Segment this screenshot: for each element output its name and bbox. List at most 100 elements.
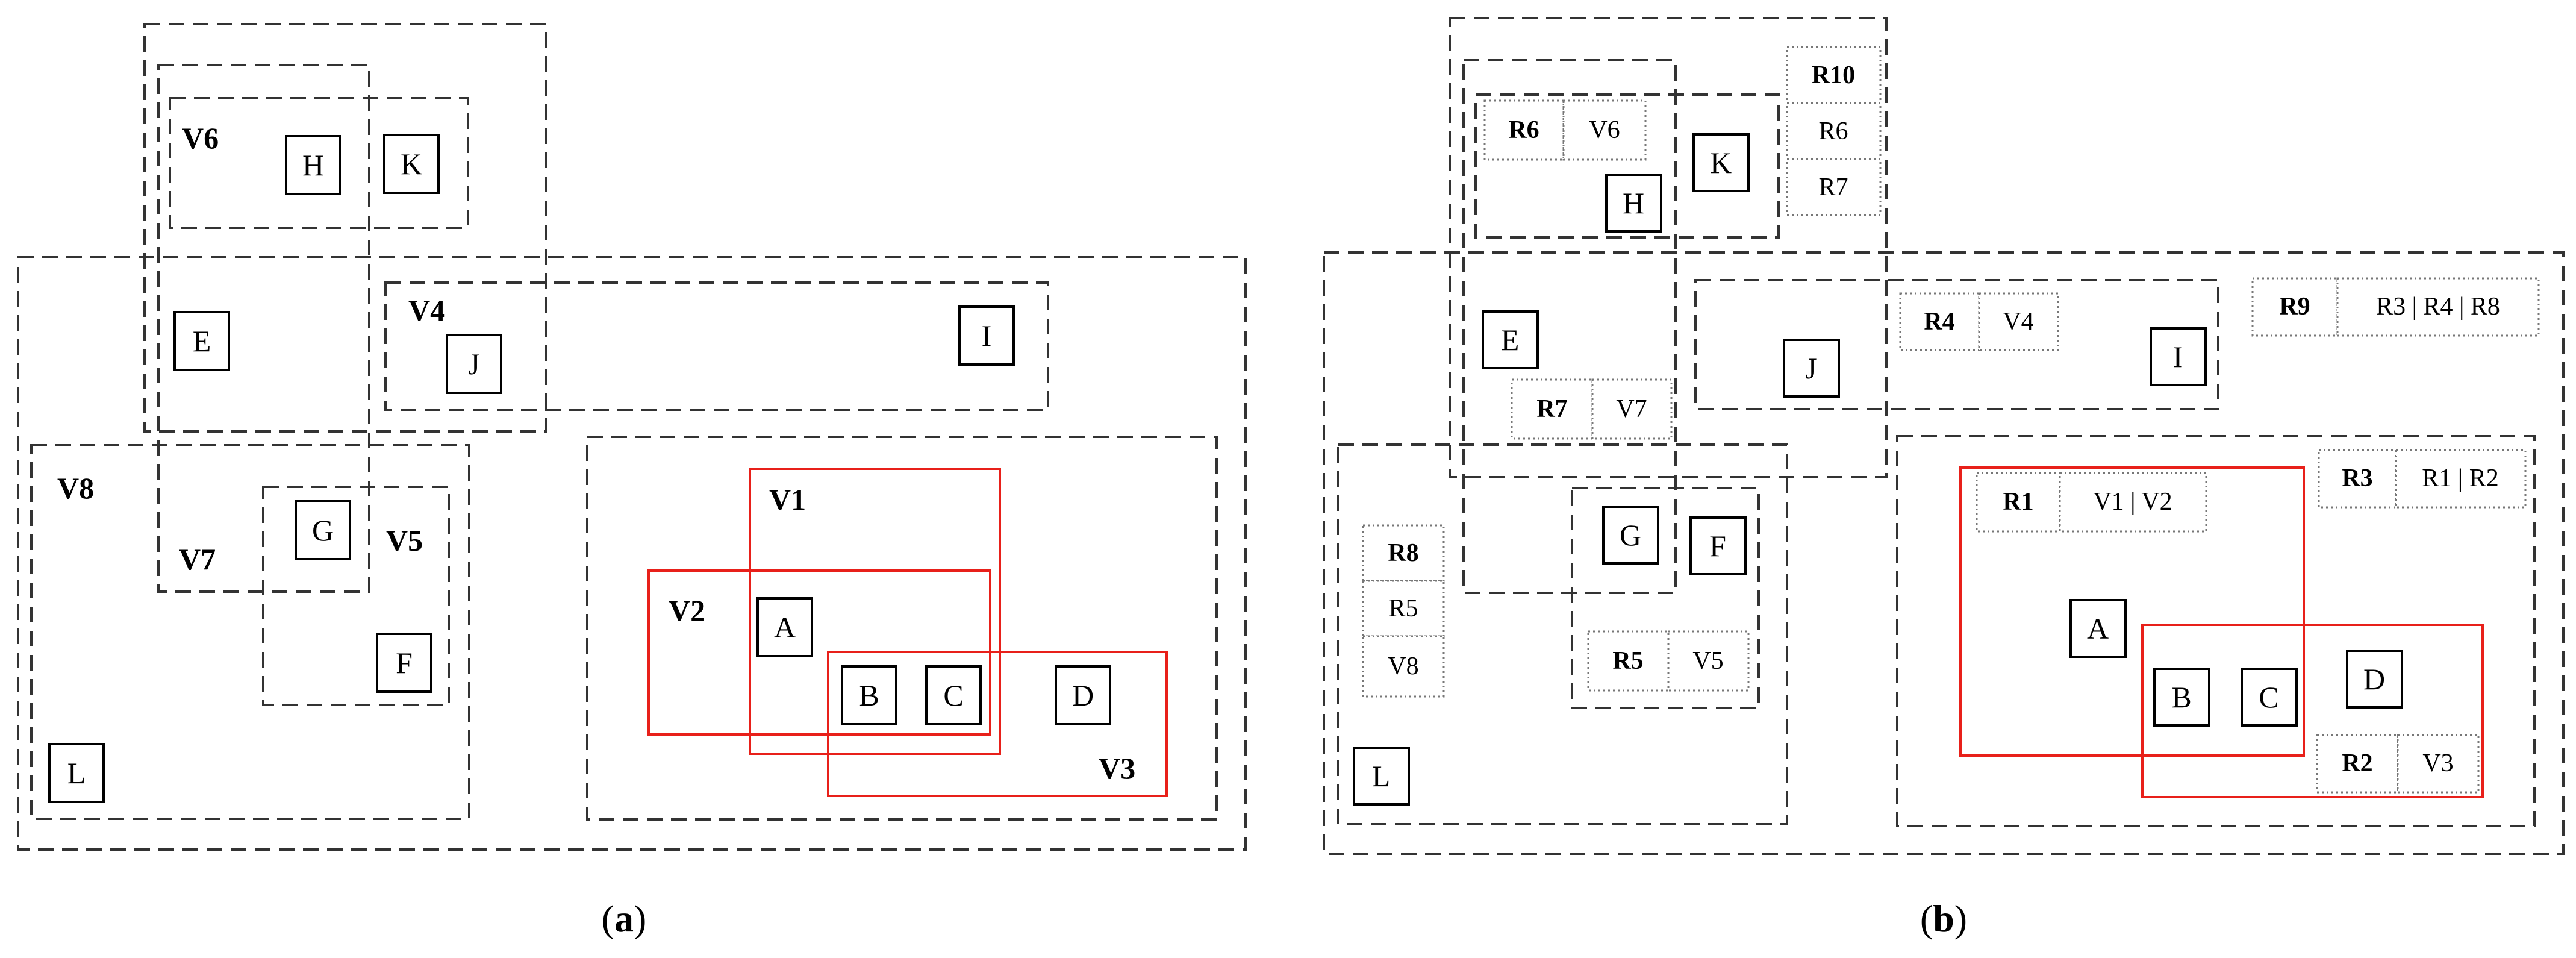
b-node-label-d: D <box>2363 662 2385 696</box>
node-label-g: G <box>312 513 334 547</box>
b-region-r7 <box>1462 59 1677 594</box>
entry-box-r3-val <box>2395 449 2527 509</box>
entry-r10-r7: R7 <box>1818 174 1848 201</box>
node-label-h: H <box>302 148 324 182</box>
b-node-box-e <box>1482 310 1539 369</box>
entry-r6-head: R6 <box>1508 116 1539 144</box>
b-node-label-g: G <box>1620 518 1641 552</box>
b-region-r2 <box>2141 624 2484 798</box>
entry-box-r5-head <box>1587 630 1670 692</box>
b-node-box-c <box>2241 668 2298 727</box>
b-region-r6 <box>1474 93 1780 239</box>
entry-r2-val: V3 <box>2422 750 2453 777</box>
node-label-i: I <box>982 319 992 352</box>
entry-r9-head: R9 <box>2279 293 2310 321</box>
region-v6 <box>169 97 469 229</box>
b-node-label-k: K <box>1710 146 1732 180</box>
entry-r2-head: R2 <box>2342 750 2372 777</box>
node-label-c: C <box>943 678 963 712</box>
entry-box-r9-head <box>2251 277 2339 337</box>
panel-a-red-regions <box>647 468 1168 797</box>
region-label-v1: V1 <box>769 483 806 516</box>
panel-b-dashed-regions <box>1323 17 2565 855</box>
node-box-k <box>383 134 440 194</box>
node-box-d <box>1055 665 1111 725</box>
entry-box-r7-val <box>1591 378 1673 440</box>
node-label-a: A <box>774 610 796 644</box>
entry-box-r5-val <box>1667 630 1750 692</box>
entry-r9-val: R3 | R4 | R8 <box>2376 293 2500 321</box>
b-node-box-j <box>1783 339 1840 398</box>
b-node-label-c: C <box>2259 680 2278 714</box>
region-v5 <box>262 486 450 706</box>
b-region-r5 <box>1571 487 1760 709</box>
region-label-v6: V6 <box>182 121 219 155</box>
node-box-g <box>295 500 351 560</box>
region-label-v2: V2 <box>669 593 705 627</box>
entry-box-r10-r7 <box>1786 158 1882 216</box>
b-region-outer <box>1323 251 2565 855</box>
entry-box-r9-val <box>2336 277 2540 337</box>
b-node-label-h: H <box>1623 186 1644 220</box>
b-node-box-g <box>1602 506 1659 565</box>
node-box-b <box>841 665 897 725</box>
entry-box-r6-head <box>1483 99 1565 161</box>
entry-r7-val: V7 <box>1616 395 1647 423</box>
entry-r5-head: R5 <box>1612 647 1643 675</box>
b-node-label-a: A <box>2087 612 2109 645</box>
caption-b: (b) <box>1920 897 1967 940</box>
b-node-label-e: E <box>1501 323 1520 357</box>
region-v7 <box>157 64 370 593</box>
node-box-h <box>285 135 341 195</box>
node-box-l <box>48 743 105 803</box>
caption-b-letter: b <box>1933 897 1954 940</box>
node-box-a <box>756 597 813 657</box>
b-node-label-l: L <box>1372 759 1391 793</box>
region-label-v8: V8 <box>57 471 94 505</box>
node-label-f: F <box>396 646 413 680</box>
entry-r10-r6: R6 <box>1818 117 1848 145</box>
b-node-box-b <box>2153 668 2210 727</box>
entry-r8-head: R8 <box>1388 539 1418 567</box>
b-node-label-j: J <box>1805 351 1817 385</box>
region-label-v5: V5 <box>386 524 423 557</box>
region-v1 <box>749 468 1001 755</box>
panel-a-node-boxes <box>48 134 1111 803</box>
entry-r10-head: R10 <box>1812 61 1855 89</box>
node-label-j: J <box>468 347 479 381</box>
b-region-r3 <box>1896 435 2536 827</box>
entry-box-r10-r6 <box>1786 102 1882 160</box>
region-v8 <box>30 444 470 820</box>
b-node-box-a <box>2069 599 2127 658</box>
b-node-label-b: B <box>2171 680 2191 714</box>
b-node-label-i: I <box>2173 340 2183 374</box>
b-node-box-i <box>2150 327 2207 386</box>
node-box-f <box>376 633 432 693</box>
entry-r7-head: R7 <box>1536 395 1567 423</box>
b-node-box-f <box>1689 516 1747 575</box>
entry-r4-head: R4 <box>1924 308 1954 336</box>
panel-a: H K E J I G F L A B C D V6 V4 V8 V7 V5 V… <box>17 23 1247 940</box>
b-region-r10 <box>1449 17 1888 478</box>
b-node-box-d <box>2346 650 2403 709</box>
b-region-r4 <box>1694 279 2219 410</box>
region-v6-outer <box>143 23 547 433</box>
entry-r4-val: V4 <box>2003 308 2033 336</box>
entry-box-r2-head <box>2316 734 2399 794</box>
entry-box-r8-head <box>1362 524 1445 582</box>
panel-b-node-boxes <box>1353 133 2403 806</box>
region-big-right <box>586 436 1218 821</box>
entry-r3-val: R1 | R2 <box>2422 465 2498 492</box>
panel-a-dashed-regions <box>17 23 1247 851</box>
panel-b-entry-boxes <box>1362 46 2540 794</box>
entry-box-r3-head <box>2318 449 2397 509</box>
entry-box-r8-v8 <box>1362 635 1445 698</box>
entry-r1-val: V1 | V2 <box>2093 488 2172 516</box>
entry-box-r4-val <box>1978 292 2059 351</box>
entry-box-r8-r5 <box>1362 580 1445 637</box>
node-label-l: L <box>67 756 86 790</box>
entry-r8-v8: V8 <box>1388 653 1418 680</box>
node-label-b: B <box>859 678 879 712</box>
